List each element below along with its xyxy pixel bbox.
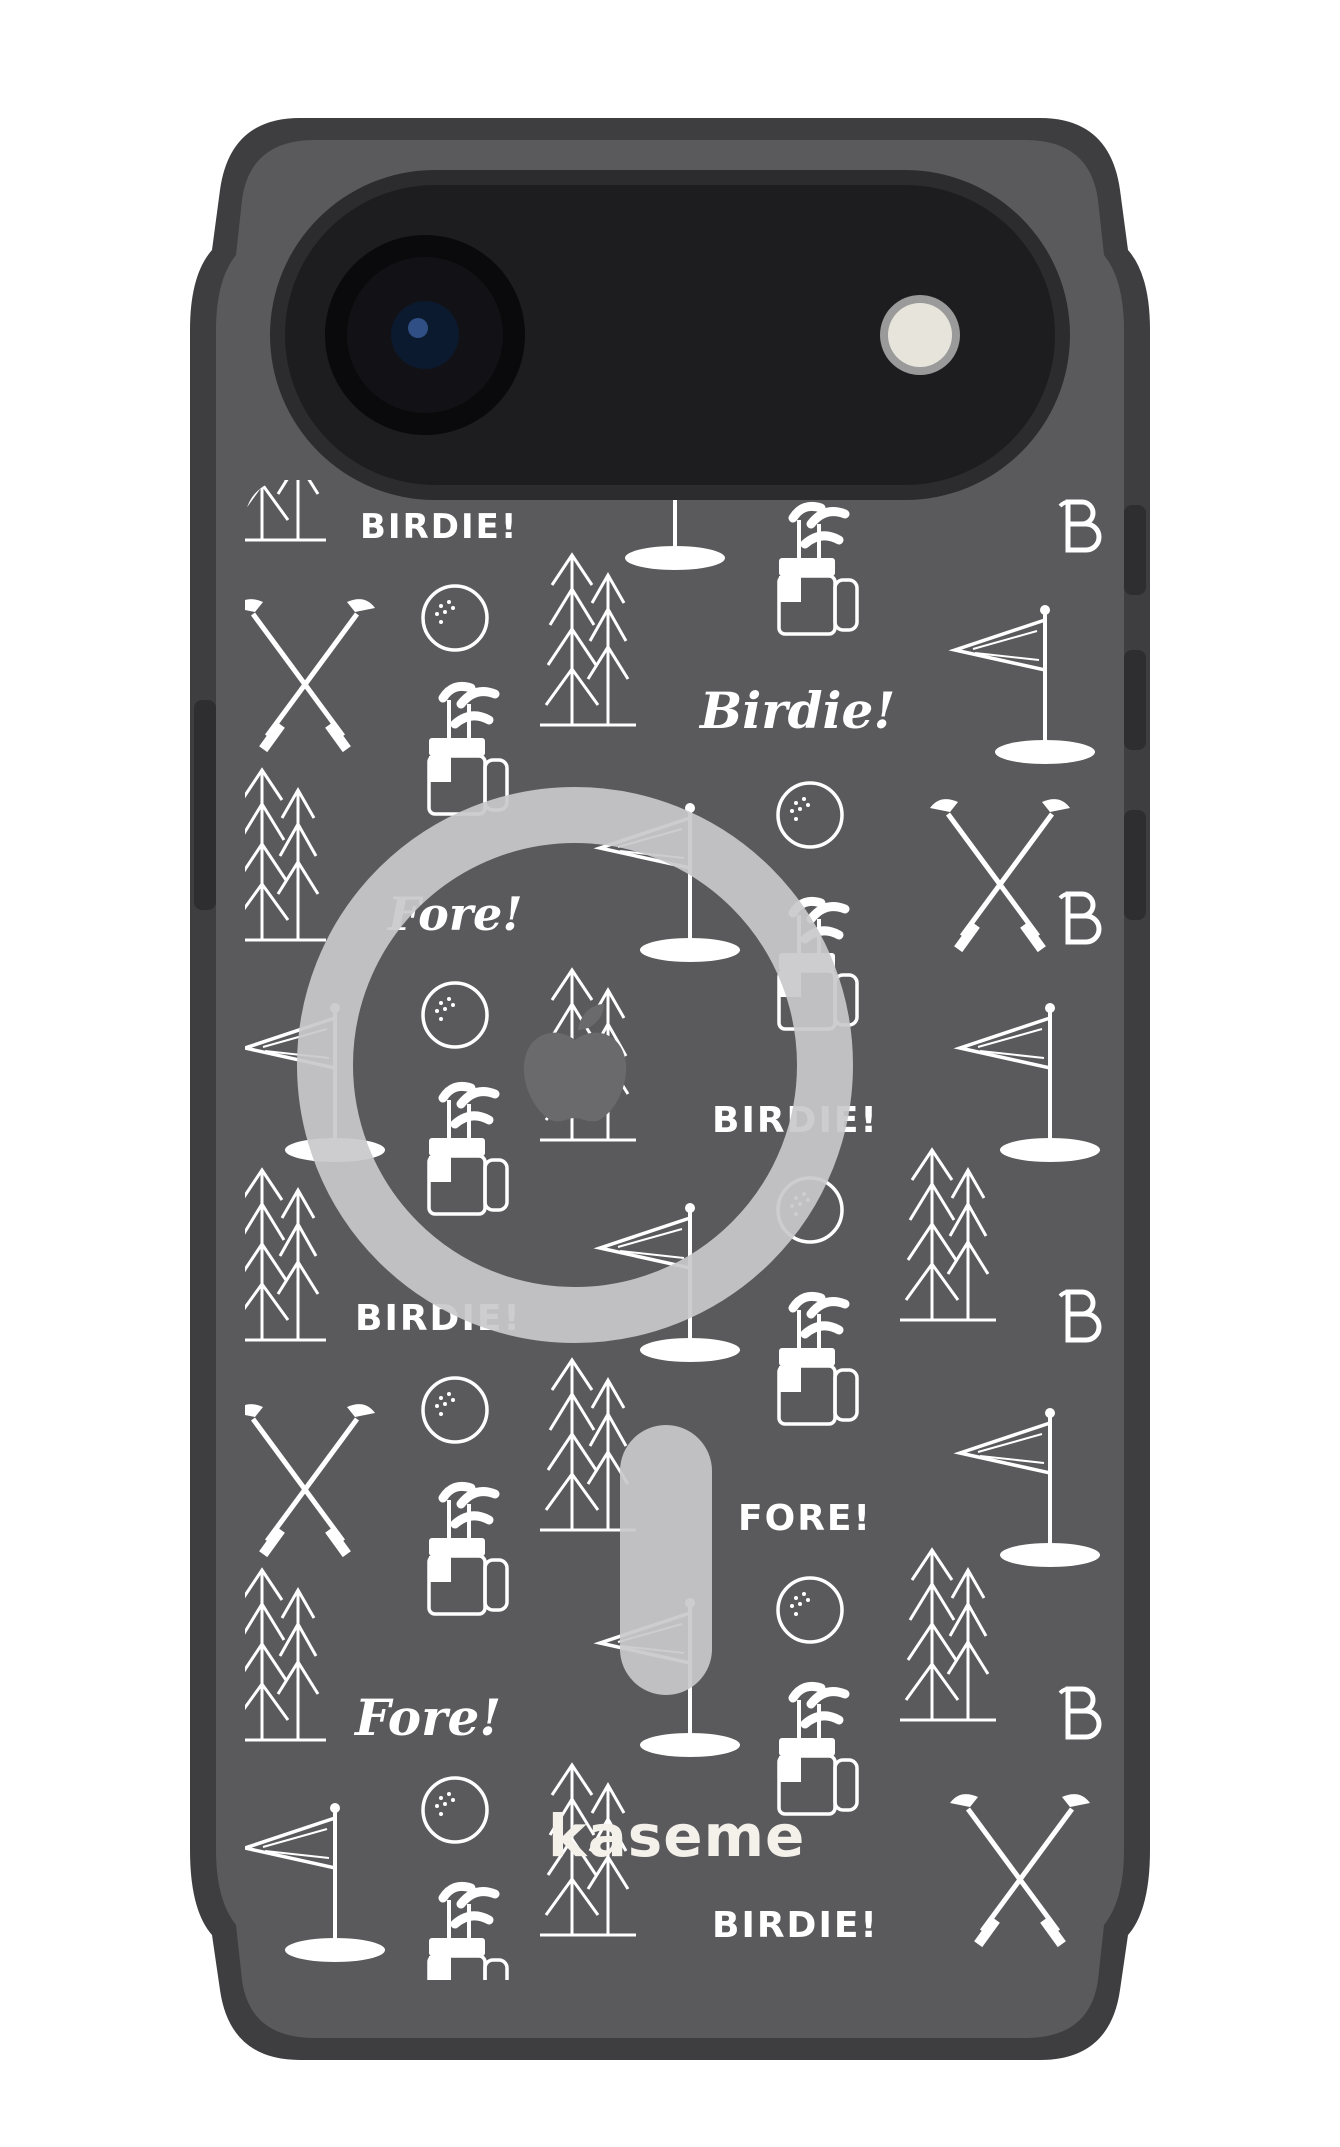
pattern-text-birdie-caps: BIRDIE!: [712, 1905, 879, 1946]
volume-down-button: [1124, 650, 1146, 750]
pattern-text-fore-caps: FORE!: [738, 1498, 872, 1539]
magsafe-alignment-bar: [620, 1425, 712, 1695]
pattern-text-birdie-script: Birdie!: [698, 681, 895, 740]
volume-up-button: [1124, 505, 1146, 595]
magsafe-ring: [297, 787, 853, 1695]
pattern-text-fore-script: Fore!: [353, 1688, 501, 1747]
pattern-text-cropped: BIRDIE!: [360, 507, 518, 547]
side-button: [1124, 810, 1146, 920]
golf-pattern: BIRDIE! Birdie! Fore! BIRDIE! BIRDIE! FO…: [245, 480, 1102, 2014]
kaseme-logo: kaseme: [548, 1802, 805, 1870]
apple-logo-icon: [523, 1004, 627, 1122]
camera-module: [270, 170, 1070, 500]
action-button: [194, 700, 216, 910]
